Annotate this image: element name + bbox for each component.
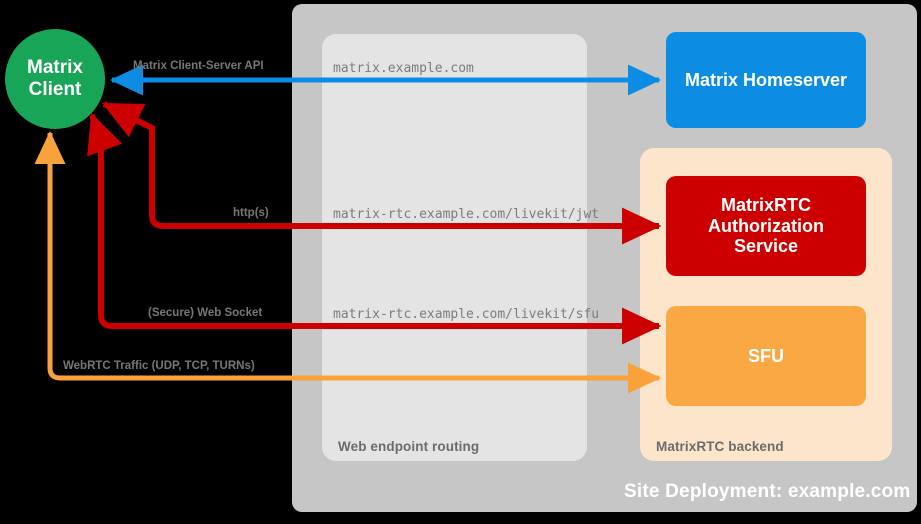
endpoint-url-livekit-sfu: matrix-rtc.example.com/livekit/sfu bbox=[333, 307, 600, 322]
auth-service-label-line3: Service bbox=[733, 236, 799, 257]
matrix-client-label-line2: Client bbox=[28, 79, 82, 100]
connector-label-jwt: http(s) bbox=[233, 207, 269, 219]
endpoint-url-livekit-jwt: matrix-rtc.example.com/livekit/jwt bbox=[333, 207, 600, 222]
node-sfu[interactable]: SFU bbox=[666, 306, 866, 406]
endpoint-url-matrix: matrix.example.com bbox=[333, 61, 474, 76]
sfu-label: SFU bbox=[748, 345, 784, 366]
connector-label-cs-api: Matrix Client-Server API bbox=[133, 60, 264, 72]
web-endpoint-routing-container bbox=[322, 34, 587, 461]
auth-service-label-line1: MatrixRTC bbox=[720, 194, 811, 215]
node-matrix-homeserver[interactable]: Matrix Homeserver bbox=[666, 32, 866, 128]
node-matrix-client[interactable]: Matrix Client bbox=[5, 29, 105, 129]
matrixrtc-backend-label: MatrixRTC backend bbox=[656, 439, 784, 454]
node-matrixrtc-authorization-service[interactable]: MatrixRTC Authorization Service bbox=[666, 176, 866, 276]
connector-label-websocket: (Secure) Web Socket bbox=[148, 307, 263, 319]
site-deployment-label: Site Deployment: example.com bbox=[624, 481, 911, 502]
web-endpoint-routing-label: Web endpoint routing bbox=[338, 439, 480, 454]
auth-service-label-line2: Authorization bbox=[708, 215, 824, 236]
matrix-homeserver-label: Matrix Homeserver bbox=[684, 69, 848, 90]
connector-label-webrtc: WebRTC Traffic (UDP, TCP, TURNs) bbox=[63, 360, 255, 372]
matrix-client-label-line1: Matrix bbox=[27, 57, 83, 79]
